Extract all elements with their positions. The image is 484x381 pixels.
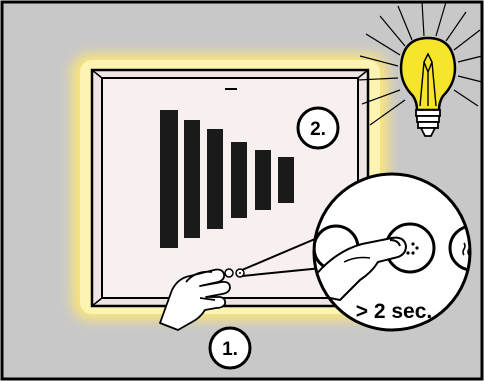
step-1-badge: 1.: [210, 328, 250, 368]
bar-2: [184, 120, 200, 238]
bar-1: [160, 110, 178, 248]
hold-duration-label: > 2 sec.: [356, 300, 432, 323]
step-2-label: 2.: [310, 119, 326, 140]
step-1-label: 1.: [222, 339, 238, 360]
step-2-badge: 2.: [298, 108, 338, 148]
bar-3: [207, 129, 223, 229]
bar-5: [255, 150, 271, 210]
bar-6: [278, 157, 294, 203]
bar-4: [231, 142, 247, 218]
